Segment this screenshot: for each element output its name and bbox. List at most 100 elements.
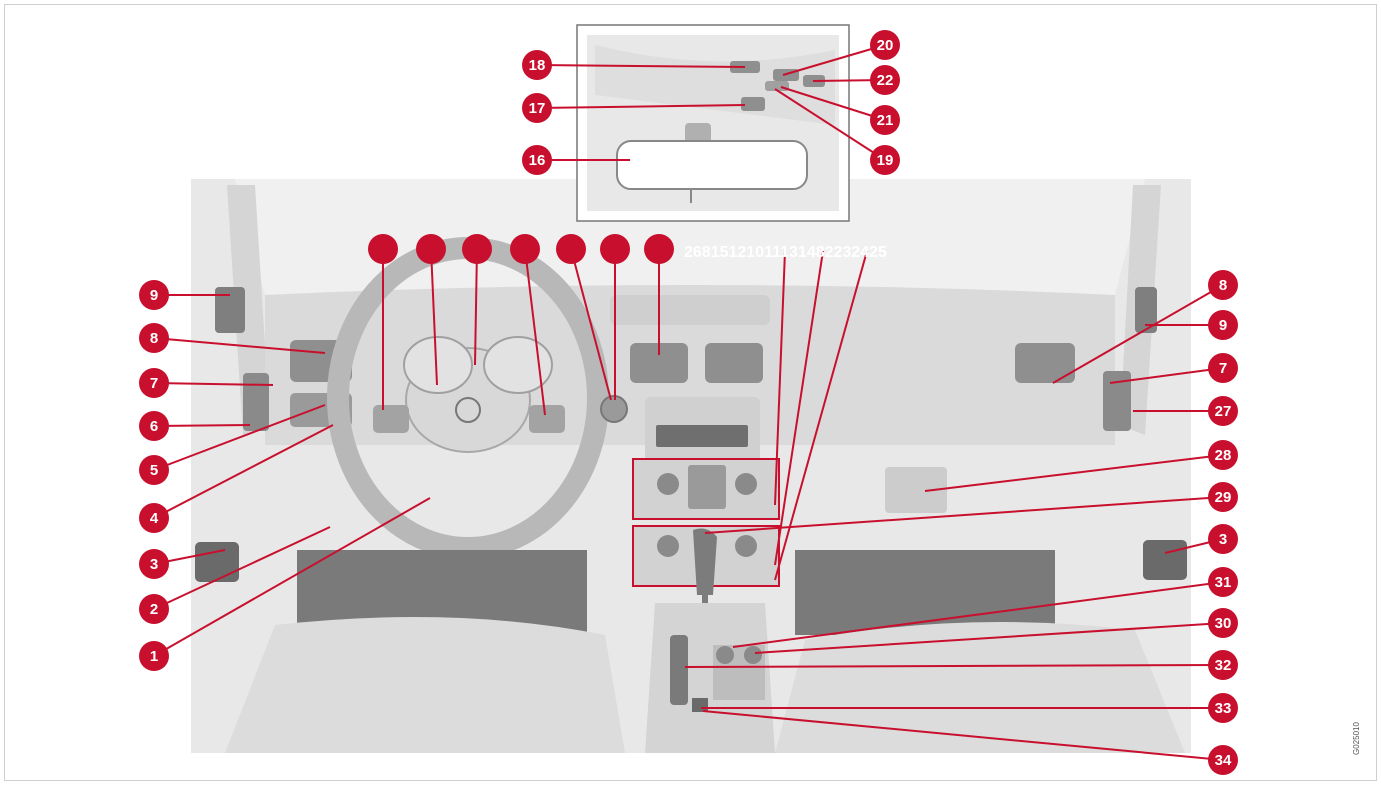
leader-line	[774, 88, 886, 161]
leader-line	[153, 497, 431, 657]
callout-number: 1	[150, 648, 158, 665]
left-gauge	[403, 336, 473, 394]
display-housing	[610, 295, 770, 325]
callout-circle	[870, 145, 900, 175]
callout-circle	[1208, 396, 1238, 426]
callout-circle	[139, 411, 169, 441]
leader-line	[754, 622, 1224, 654]
callout-marker	[368, 234, 398, 264]
leader-line	[782, 44, 886, 76]
callout-circle	[522, 145, 552, 175]
callout-number: 5	[150, 462, 158, 479]
leader-line	[153, 404, 326, 471]
callout-number: 34	[1215, 752, 1232, 769]
callout-circle	[139, 368, 169, 398]
knob-lower-left	[657, 535, 679, 557]
passenger-seat	[775, 622, 1185, 753]
callout-circle	[139, 549, 169, 579]
callout-circle	[870, 65, 900, 95]
knob-upper-right	[735, 473, 757, 495]
callout-circle	[139, 641, 169, 671]
callout-16: 16	[522, 145, 630, 175]
callout-number: 30	[1215, 615, 1232, 632]
callout-number: 20	[877, 37, 894, 54]
callout-marker	[600, 234, 630, 264]
callout-circle	[1208, 440, 1238, 470]
callout-number: 19	[877, 152, 894, 169]
leader-line	[774, 250, 868, 581]
rear-view-mirror	[616, 140, 808, 190]
leader-line	[536, 104, 746, 109]
infotainment-display	[656, 425, 748, 447]
callout-marker	[462, 234, 492, 264]
callout-number: 22	[877, 72, 894, 89]
callout-circle	[1208, 270, 1238, 300]
callout-8-right: 8	[1052, 270, 1238, 384]
callout-8-left: 8	[139, 323, 326, 354]
callout-number: 9	[150, 287, 158, 304]
glovebox	[885, 467, 947, 513]
callout-22: 22	[812, 65, 900, 95]
center-vent-right	[705, 343, 763, 383]
callout-29: 29	[704, 482, 1238, 534]
callout-5: 5	[139, 404, 326, 485]
callout-number: 29	[1215, 489, 1232, 506]
callout-19: 19	[774, 88, 900, 175]
callout-1: 1	[139, 497, 431, 671]
right-gauge	[483, 336, 553, 394]
leader-line	[774, 250, 786, 506]
callout-number: 18	[529, 57, 546, 74]
callout-number: 21	[877, 112, 894, 129]
leader-line	[153, 424, 251, 427]
callout-marker	[556, 234, 586, 264]
top-row-labels: 26815121011131482232425	[684, 244, 887, 261]
callout-number: 2	[150, 601, 158, 618]
callout-circle	[1208, 482, 1238, 512]
knob-lower-right	[735, 535, 757, 557]
callout-circle	[1208, 524, 1238, 554]
callout-17: 17	[522, 93, 746, 123]
leader-line	[1052, 284, 1224, 384]
callout-circle	[139, 280, 169, 310]
callout-circle	[1208, 608, 1238, 638]
leader-line	[774, 250, 824, 566]
callout-circle	[1208, 745, 1238, 775]
callout-7-right: 7	[1109, 353, 1238, 384]
callout-18: 18	[522, 50, 746, 80]
leader-line	[153, 382, 274, 386]
callout-circle	[1208, 650, 1238, 680]
left-wheel-buttons	[373, 405, 409, 433]
knob-upper-left	[657, 473, 679, 495]
callout-number: 17	[529, 100, 546, 117]
callout-9-right: 9	[1145, 310, 1238, 340]
callout-33: 33	[701, 693, 1238, 723]
leader-line	[474, 248, 478, 366]
leader-line	[153, 424, 334, 519]
leader-line	[702, 710, 1224, 761]
callout-marker	[510, 234, 540, 264]
callout-number: 4	[150, 510, 159, 527]
right-side-vent	[1135, 287, 1157, 333]
parking-brake	[670, 635, 688, 705]
callout-4: 4	[139, 424, 334, 533]
leader-line	[536, 64, 746, 68]
callout-2: 2	[139, 526, 331, 624]
callout-number: 8	[150, 330, 158, 347]
callout-3-left: 3	[139, 549, 226, 579]
driver-seat	[225, 617, 625, 753]
callout-27: 27	[1133, 396, 1238, 426]
callout-number: 28	[1215, 447, 1232, 464]
leader-line	[570, 248, 612, 401]
callout-28: 28	[924, 440, 1238, 492]
leader-line	[732, 581, 1224, 648]
leader-line	[1109, 367, 1224, 384]
callout-20: 20	[782, 30, 900, 76]
callout-32: 32	[684, 650, 1238, 680]
leader-line	[524, 248, 546, 416]
left-a-pillar	[227, 185, 270, 435]
callout-7-left: 7	[139, 368, 274, 398]
callout-31: 31	[732, 567, 1238, 648]
right-vent	[1015, 343, 1075, 383]
callout-21: 21	[780, 86, 900, 135]
leader-line	[153, 526, 331, 610]
